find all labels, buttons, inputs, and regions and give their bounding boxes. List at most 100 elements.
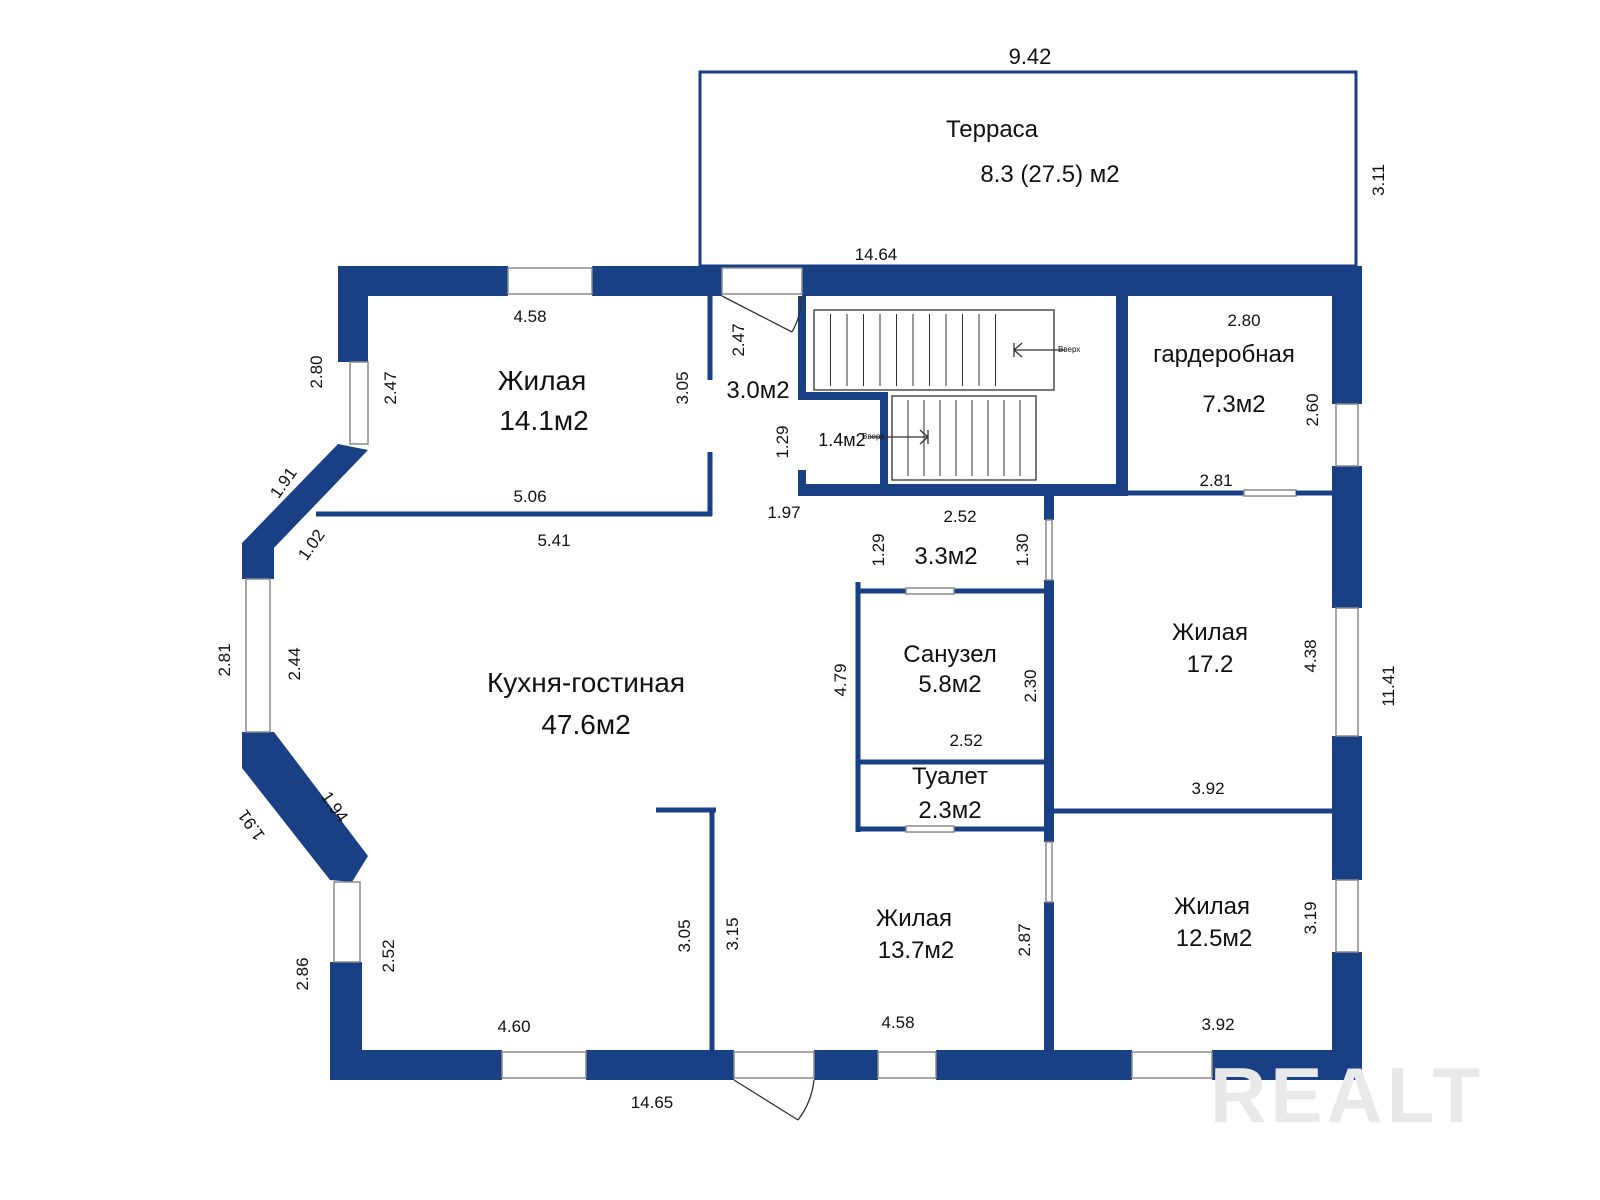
window-bottom-se	[1131, 1051, 1213, 1079]
dim-nw-bottom: 5.06	[513, 487, 546, 506]
window-top-nw	[507, 267, 593, 295]
dim-living-s-right: 2.87	[1015, 923, 1034, 956]
dim-terrace-side: 3.11	[1369, 164, 1388, 196]
room-labels: Терраса 8.3 (27.5) м2 Жилая 14.1м2 3.0м2…	[487, 116, 1295, 964]
hall-mid-area: 3.3м2	[914, 543, 977, 570]
door-entrance	[733, 1051, 815, 1079]
dim-hall-mid-right: 1.30	[1013, 533, 1032, 566]
dim-bath-bottom: 2.52	[949, 731, 982, 750]
window-right-se	[1335, 879, 1359, 953]
dim-diag-upper-inner: 1.02	[294, 526, 329, 564]
dim-hall-mid-left: 1.29	[869, 533, 888, 566]
dim-west-outer: 2.81	[215, 643, 234, 676]
dim-nw-top: 4.58	[513, 307, 546, 326]
living-se-name: Жилая	[1174, 893, 1250, 920]
door-terrace	[721, 267, 803, 295]
dim-outer-right: 11.41	[1379, 665, 1398, 706]
dim-kitchen-partition: 3.05	[675, 919, 694, 952]
wardrobe-name: гардеробная	[1153, 341, 1295, 368]
door-toilet	[905, 825, 955, 833]
stairs-lower-flight	[891, 395, 1037, 481]
watermark: REALT	[1210, 1051, 1484, 1139]
toilet-area: 2.3м2	[918, 797, 981, 824]
wall-hall-right-low	[1044, 902, 1054, 1052]
wall-right-3	[1332, 736, 1362, 880]
dim-nw-right: 3.05	[673, 371, 692, 404]
bathroom-area: 5.8м2	[918, 671, 981, 698]
window-right-e	[1335, 607, 1359, 737]
dim-bath-right: 2.30	[1021, 669, 1040, 702]
dim-outer-top: 14.64	[855, 245, 898, 264]
dim-sw-outer: 2.86	[293, 957, 312, 990]
wall-closet-top	[798, 392, 886, 400]
bathroom-name: Санузел	[903, 641, 997, 668]
wall-diag-lower	[242, 732, 368, 882]
living-s-name: Жилая	[876, 905, 952, 932]
dim-nw-left-outer: 2.80	[307, 355, 326, 388]
hall-top-area: 3.0м2	[726, 377, 789, 404]
window-left-nw	[349, 361, 369, 445]
stairs-lower-steps	[907, 400, 1021, 476]
stairs-arrow-upper	[1013, 342, 1064, 358]
wall-closet-left	[798, 470, 806, 496]
dim-bath-left: 4.79	[831, 663, 850, 696]
outer-walls	[242, 266, 1362, 1080]
window-left-sw	[333, 881, 361, 963]
stairs-arrow-lower	[870, 429, 929, 445]
dim-closet-width: 1.97	[767, 503, 800, 522]
kitchen-name: Кухня-гостиная	[487, 667, 685, 698]
wall-top-mid	[592, 266, 722, 296]
wall-right-1	[1332, 266, 1362, 404]
door-entrance-swing	[733, 1079, 815, 1121]
dim-living-se-right: 3.19	[1301, 901, 1320, 934]
windows	[245, 267, 1359, 1079]
stairs-label-lower: Вверх	[862, 432, 884, 441]
stairs-label-upper: Вверх	[1058, 345, 1080, 354]
dim-wardrobe-bottom: 2.81	[1199, 471, 1232, 490]
living-e-name: Жилая	[1172, 619, 1248, 646]
dim-living-e-bottom: 3.92	[1191, 779, 1224, 798]
dim-diag-lower-outer: 1.91	[234, 806, 269, 844]
wall-closet-right	[880, 392, 888, 492]
window-right-wardrobe	[1335, 403, 1359, 467]
dim-living-s-left: 3.15	[723, 917, 742, 950]
wall-bottom-5	[1212, 1050, 1362, 1080]
wall-bottom-3	[814, 1050, 878, 1080]
stairs: Вверх Вверх	[813, 309, 1080, 481]
door-hall-mid	[1045, 519, 1053, 581]
dim-outer-bottom: 14.65	[631, 1093, 674, 1112]
dim-wardrobe-right: 2.60	[1303, 393, 1322, 426]
living-e-area: 17.2	[1187, 651, 1234, 678]
closet-small-area: 1.4м2	[818, 430, 865, 450]
living-nw-name: Жилая	[498, 365, 587, 396]
wall-left-bottom	[330, 962, 362, 1080]
dim-living-e-right: 4.38	[1301, 639, 1320, 672]
door-living-s	[1045, 841, 1053, 903]
stairs-upper-steps	[830, 314, 996, 386]
wall-stair-right	[1116, 296, 1128, 496]
dim-nw-left-inner: 2.47	[381, 371, 400, 404]
dim-living-se-bottom: 3.92	[1201, 1015, 1234, 1034]
living-s-area: 13.7м2	[878, 937, 955, 964]
living-nw-area: 14.1м2	[499, 405, 588, 436]
window-bottom-kitchen	[501, 1051, 587, 1079]
dim-kitchen-top: 5.41	[537, 531, 570, 550]
door-terrace-swing	[721, 295, 803, 333]
dim-stairs-bottom: 2.52	[943, 507, 976, 526]
wall-bottom-4	[936, 1050, 1132, 1080]
door-bath	[905, 587, 955, 595]
doors	[721, 267, 1053, 1121]
wall-right-2	[1332, 466, 1362, 608]
wall-hall-right-top	[1044, 496, 1054, 520]
wall-stair-bottom	[798, 484, 1122, 496]
dim-hall-left: 2.47	[729, 323, 748, 356]
wall-left-top	[338, 266, 368, 362]
dim-kitchen-bottom: 4.60	[497, 1017, 530, 1036]
dim-wardrobe-top: 2.80	[1227, 311, 1260, 330]
wardrobe-area: 7.3м2	[1202, 391, 1265, 418]
window-bottom-s	[877, 1051, 937, 1079]
wall-bottom-2	[586, 1050, 734, 1080]
terrace-name: Терраса	[946, 116, 1039, 143]
dim-west-inner: 2.44	[285, 647, 304, 680]
